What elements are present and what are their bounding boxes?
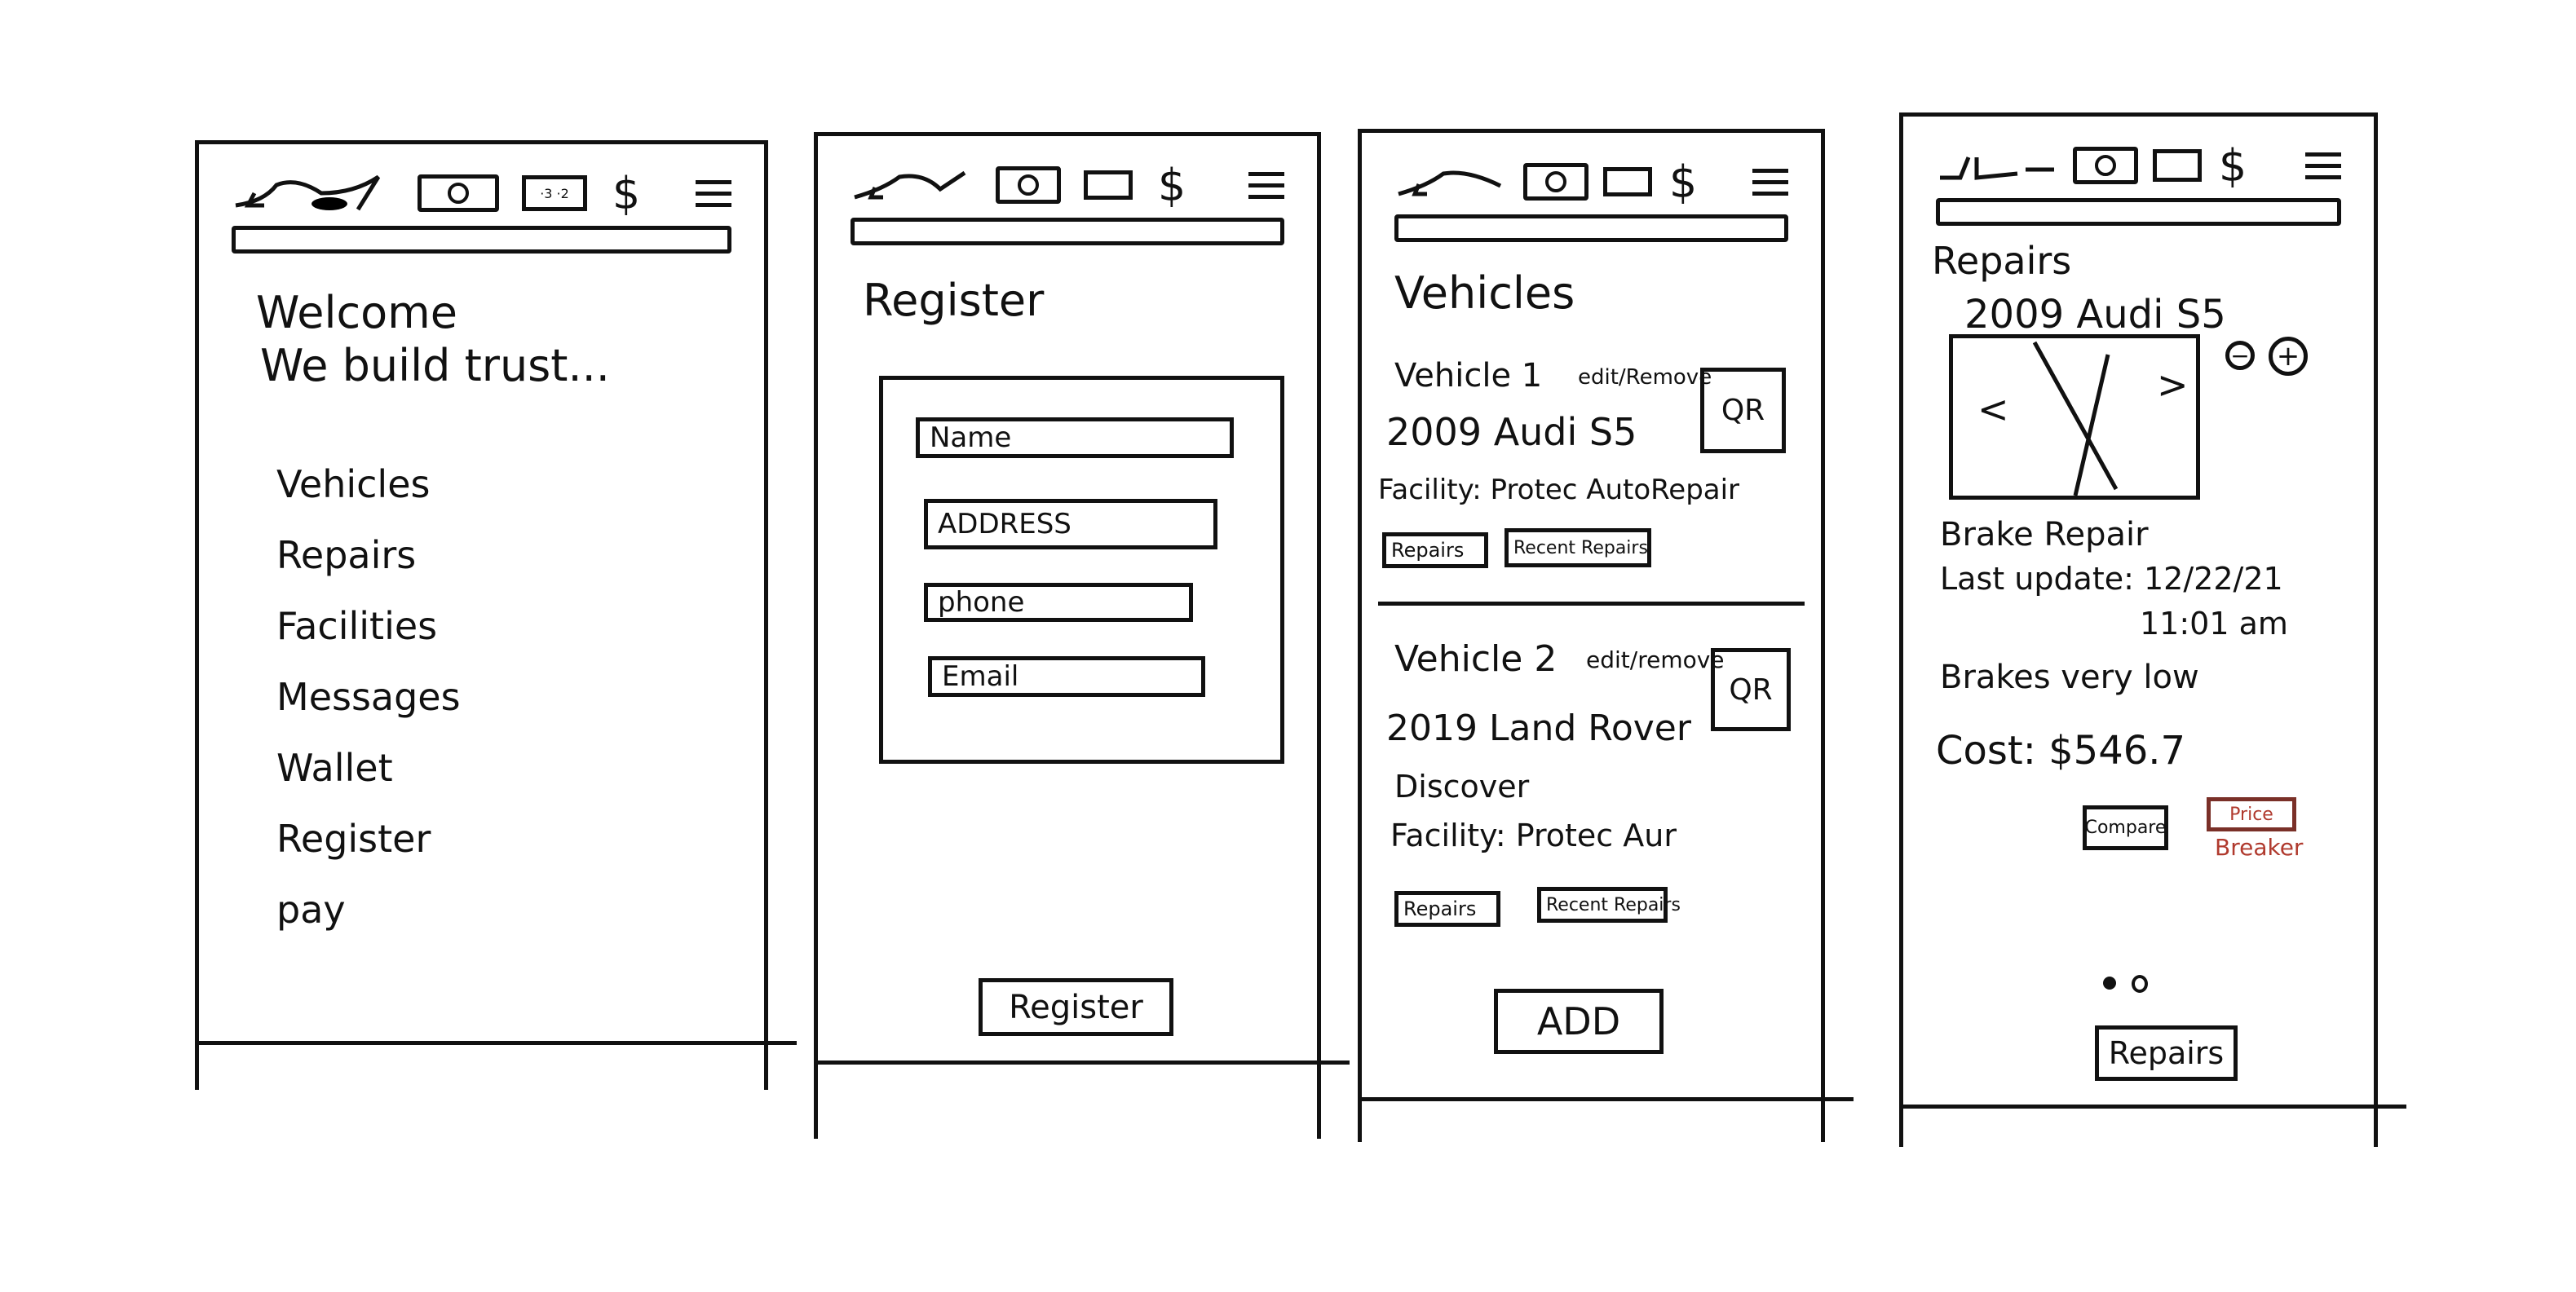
bottom-bar-line [814, 1060, 1350, 1065]
bottom-bar-line [1358, 1097, 1854, 1101]
register-screen: $ Register Name ADDRESS phone Email Regi… [814, 132, 1350, 1139]
vehicle-2-edit-link[interactable]: edit/remove [1586, 646, 1725, 673]
vehicle-1-header: Vehicle 1 [1394, 357, 1543, 395]
vehicle-1-recent-repairs-button[interactable]: Recent Repairs [1505, 528, 1651, 567]
add-vehicle-button[interactable]: ADD [1494, 989, 1664, 1054]
repair-vehicle-name: 2009 Audi S5 [1964, 292, 2226, 337]
vehicle-2-qr-code[interactable]: QR [1711, 648, 1791, 731]
vehicle-1-qr-code[interactable]: QR [1700, 368, 1786, 453]
hamburger-menu-icon[interactable] [2305, 145, 2341, 186]
top-nav: $ [851, 159, 1284, 211]
phone-field[interactable]: phone [924, 583, 1193, 622]
repair-photo-carousel[interactable]: < > [1949, 334, 2200, 500]
register-form [879, 376, 1284, 764]
search-bar[interactable] [232, 226, 731, 254]
zoom-out-button[interactable]: − [2225, 341, 2255, 370]
vehicle-divider [1378, 602, 1805, 606]
card-icon[interactable] [2153, 149, 2202, 182]
bottom-bar-line [1899, 1105, 2406, 1109]
last-update: Last update: 12/22/21 [1940, 561, 2283, 597]
car-logo-icon[interactable] [232, 173, 395, 214]
menu-item-pay[interactable]: pay [276, 888, 346, 932]
vehicle-1-name: 2009 Audi S5 [1386, 410, 1637, 454]
card-icon[interactable]: ·3 ·2 [522, 175, 587, 211]
welcome-subtitle: We build trust... [260, 340, 610, 391]
carousel-dot-active[interactable] [2103, 977, 2116, 990]
welcome-title: Welcome [256, 287, 458, 338]
vehicle-2-facility: Facility: Protec Aur [1390, 818, 1677, 853]
vehicle-2-name: 2019 Land Rover [1386, 708, 1691, 749]
vehicle-2-name-line2: Discover [1394, 769, 1530, 805]
register-button[interactable]: Register [979, 978, 1173, 1036]
vehicle-2-repairs-button[interactable]: Repairs [1394, 891, 1500, 927]
dollar-icon[interactable]: $ [2218, 139, 2247, 192]
compare-button[interactable]: Compare [2083, 805, 2168, 850]
car-logo-icon[interactable] [1936, 145, 2058, 186]
menu-item-vehicles[interactable]: Vehicles [276, 462, 431, 506]
dollar-icon[interactable]: $ [1157, 159, 1186, 211]
top-nav: ·3 ·2 $ [232, 167, 731, 219]
search-bar[interactable] [851, 218, 1284, 245]
repairs-screen: $ Repairs 2009 Audi S5 < > − + Brake Rep… [1899, 112, 2406, 1147]
home-screen: ·3 ·2 $ Welcome We build trust... Vehicl… [195, 140, 797, 1090]
bottom-bar-line [195, 1041, 797, 1045]
vehicle-2-recent-repairs-button[interactable]: Recent Repairs [1537, 887, 1681, 923]
carousel-prev-button[interactable]: < [1977, 387, 2009, 431]
zoom-in-button[interactable]: + [2269, 337, 2308, 376]
menu-item-wallet[interactable]: Wallet [276, 746, 393, 790]
hamburger-menu-icon[interactable] [1248, 165, 1284, 205]
menu-item-facilities[interactable]: Facilities [276, 604, 438, 648]
top-nav: $ [1394, 156, 1788, 208]
vehicle-1-repairs-button[interactable]: Repairs [1382, 532, 1488, 568]
car-logo-icon[interactable] [851, 165, 973, 205]
dollar-icon[interactable]: $ [1668, 156, 1698, 208]
register-title: Register [863, 275, 1045, 326]
email-field[interactable]: Email [928, 656, 1205, 697]
vehicle-1-edit-link[interactable]: edit/Remove [1578, 365, 1712, 390]
dollar-icon[interactable]: $ [612, 167, 641, 219]
vehicles-title: Vehicles [1394, 267, 1575, 319]
carousel-dot[interactable] [2132, 975, 2148, 993]
repairs-title: Repairs [1932, 239, 2072, 283]
vehicle-2-header: Vehicle 2 [1394, 638, 1558, 680]
price-breaker-button[interactable]: Price [2207, 797, 2296, 831]
repair-name: Brake Repair [1940, 516, 2149, 553]
carousel-next-button[interactable]: > [2157, 363, 2189, 407]
card-icon[interactable] [1084, 170, 1133, 200]
menu-item-repairs[interactable]: Repairs [276, 533, 417, 577]
price-breaker-label: Breaker [2215, 834, 2304, 861]
vehicle-1-facility: Facility: Protec AutoRepair [1378, 474, 1740, 506]
camera-icon[interactable] [418, 174, 499, 212]
name-field[interactable]: Name [916, 417, 1234, 458]
top-nav: $ [1936, 139, 2341, 192]
camera-icon[interactable] [1523, 163, 1588, 201]
search-bar[interactable] [1394, 214, 1788, 242]
car-logo-icon[interactable] [1394, 161, 1509, 202]
vehicles-screen: $ Vehicles Vehicle 1 edit/Remove QR 2009… [1358, 129, 1854, 1142]
card-icon[interactable] [1603, 167, 1652, 196]
menu-item-messages[interactable]: Messages [276, 675, 461, 719]
camera-icon[interactable] [2073, 147, 2138, 184]
repairs-button[interactable]: Repairs [2095, 1025, 2238, 1081]
menu-item-register[interactable]: Register [276, 817, 431, 861]
repair-note: Brakes very low [1940, 659, 2199, 696]
address-field[interactable]: ADDRESS [924, 499, 1217, 549]
repair-cost: Cost: $546.7 [1936, 728, 2186, 774]
last-update-time: 11:01 am [2140, 606, 2288, 642]
hamburger-menu-icon[interactable] [1752, 161, 1788, 202]
camera-icon[interactable] [996, 166, 1061, 204]
hamburger-menu-icon[interactable] [696, 173, 731, 214]
search-bar[interactable] [1936, 198, 2341, 226]
image-placeholder-icon [2032, 341, 2119, 496]
